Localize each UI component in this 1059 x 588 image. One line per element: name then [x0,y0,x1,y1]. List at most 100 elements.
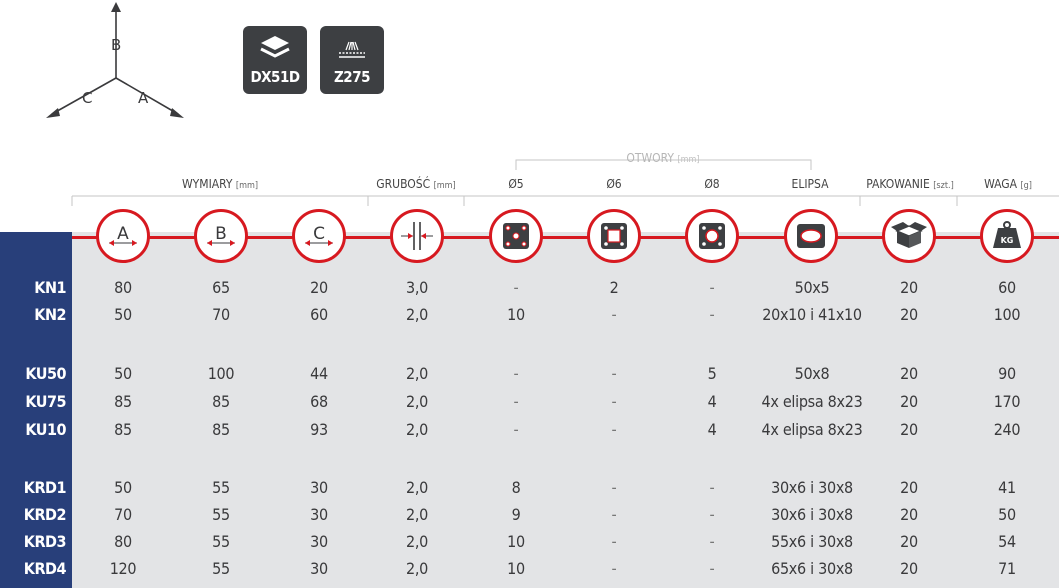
cell-a: 80 [114,532,132,551]
axis-c-label: C [82,89,92,107]
cell-c: 93 [310,420,328,439]
svg-text:A: A [117,224,129,244]
cell-pak: 20 [900,420,918,439]
cell-t: 2,0 [406,505,428,524]
cell-a: 70 [114,505,132,524]
cell-d5: 10 [507,559,525,578]
cell-d5: - [513,420,519,439]
layers-icon [260,36,290,58]
cell-d5: 9 [511,505,521,524]
material-label: DX51D [250,68,300,86]
cell-d8: - [709,532,715,551]
cell-d6: - [611,478,617,497]
cell-a: 50 [114,364,132,383]
row-name: KU50 [25,364,66,383]
cell-waga: 71 [998,559,1016,578]
cell-d6: - [611,305,617,324]
cell-d5: 8 [511,478,521,497]
cell-waga: 41 [998,478,1016,497]
cell-elipsa: 4x elipsa 8x23 [761,420,863,439]
cell-d6: 2 [609,278,619,297]
cell-d6: - [611,505,617,524]
cell-b: 70 [212,305,230,324]
row-name: KRD1 [23,478,67,497]
cell-t: 2,0 [406,559,428,578]
row-name: KRD2 [23,505,67,524]
coating-icon [339,41,365,58]
axis-b-label: B [111,36,121,54]
dim-a-icon: A [96,209,150,263]
cell-c: 30 [310,532,328,551]
cell-b: 55 [212,505,230,524]
cell-d8: - [709,559,715,578]
package-box-icon [882,209,936,263]
elipsa-header: ELIPSA [791,177,829,191]
cell-pak: 20 [900,532,918,551]
cell-d5: - [513,364,519,383]
dim-c-icon: C [292,209,346,263]
svg-text:C: C [313,224,325,244]
cell-c: 60 [310,305,328,324]
cell-t: 2,0 [406,532,428,551]
d5-header: Ø5 [508,177,524,191]
cell-d6: - [611,392,617,411]
svg-text:B: B [215,224,227,244]
coating-badge: Z275 [320,26,384,94]
thickness-icon [390,209,444,263]
row-name: KRD3 [23,532,67,551]
hole-d8-icon [685,209,739,263]
dim-b-icon: B [194,209,248,263]
row-name: KN1 [34,278,66,297]
cell-d6: - [611,532,617,551]
cell-d5: - [513,392,519,411]
cell-elipsa: 30x6 i 30x8 [771,478,853,497]
hole-d6-icon [587,209,641,263]
cell-elipsa: 55x6 i 30x8 [771,532,853,551]
cell-a: 120 [109,559,137,578]
waga-header: WAGA [g] [984,177,1032,191]
svg-text:KG: KG [1001,236,1014,245]
cell-d8: - [709,305,715,324]
cell-b: 55 [212,559,230,578]
wymiary-header: WYMIARY [mm] [181,177,259,191]
cell-elipsa: 50x5 [794,278,830,297]
cell-pak: 20 [900,364,918,383]
cell-t: 3,0 [406,278,428,297]
cell-waga: 60 [998,278,1016,297]
table-body [0,232,1059,588]
cell-c: 20 [310,278,328,297]
cell-d8: - [709,505,715,524]
cell-waga: 240 [993,420,1021,439]
hole-ellipse-icon [784,209,838,263]
cell-a: 85 [114,392,132,411]
d6-header: Ø6 [606,177,622,191]
cell-c: 30 [310,478,328,497]
cell-b: 100 [207,364,235,383]
pakowanie-header: PAKOWANIE [szt.] [866,177,954,191]
grubosc-header: GRUBOŚĆ [mm] [376,177,456,191]
cell-d8: 4 [707,420,717,439]
cell-a: 80 [114,278,132,297]
row-name: KRD4 [23,559,67,578]
coating-label: Z275 [334,68,370,86]
cell-waga: 54 [998,532,1016,551]
row-name: KN2 [34,305,66,324]
cell-c: 68 [310,392,328,411]
cell-t: 2,0 [406,392,428,411]
cell-d8: 4 [707,392,717,411]
cell-d8: - [709,278,715,297]
cell-c: 44 [310,364,328,383]
cell-a: 50 [114,305,132,324]
cell-b: 65 [212,278,230,297]
cell-d5: 10 [507,532,525,551]
cell-elipsa: 50x8 [794,364,830,383]
cell-pak: 20 [900,505,918,524]
cell-t: 2,0 [406,364,428,383]
d8-header: Ø8 [704,177,720,191]
row-name: KU75 [25,392,66,411]
cell-pak: 20 [900,392,918,411]
row-name: KU10 [25,420,66,439]
cell-elipsa: 65x6 i 30x8 [771,559,853,578]
cell-waga: 170 [993,392,1021,411]
cell-elipsa: 20x10 i 41x10 [762,305,862,324]
